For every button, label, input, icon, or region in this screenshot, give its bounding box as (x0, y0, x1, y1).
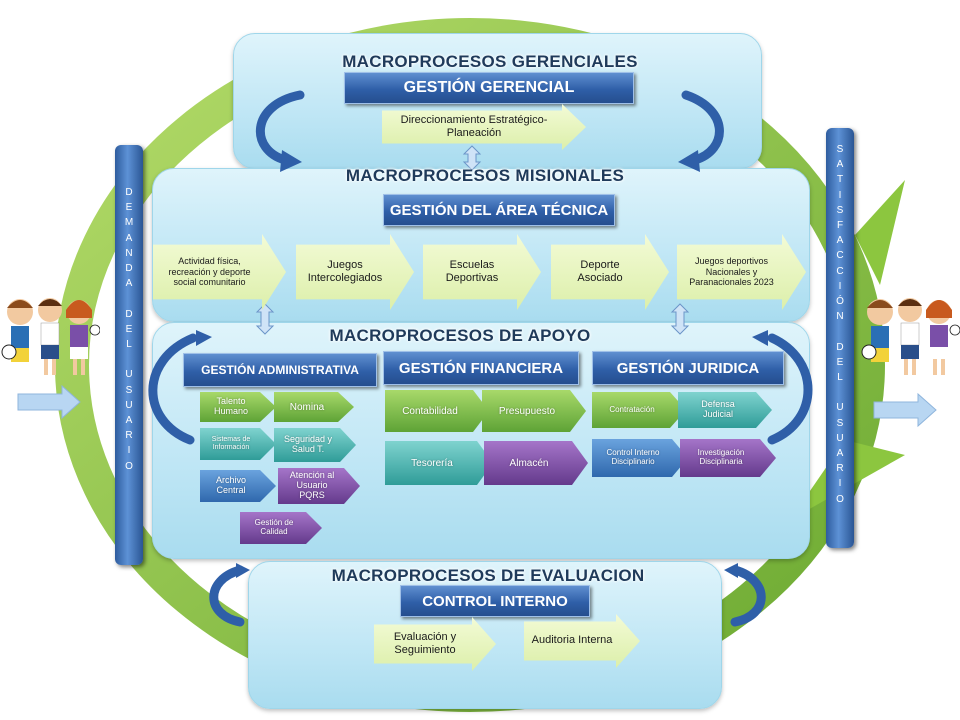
demanda-usuario-letter: A (125, 278, 133, 290)
evaluacion-title: MACROPROCESOS DE EVALUACION (331, 566, 645, 585)
demanda-usuario-letter (115, 291, 143, 306)
misional-arrow-3: Escuelas Deportivas (423, 234, 541, 310)
satisfaccion-usuario-letter: O (836, 493, 844, 505)
demanda-usuario-letter: A (125, 415, 133, 427)
demanda-usuario-letter: I (127, 445, 131, 457)
satisfaccion-usuario-letter: L (837, 372, 843, 384)
satisfaccion-usuario-letter: R (836, 463, 844, 475)
gestion-financiera-bar: GESTIÓN FINANCIERA (383, 351, 579, 385)
misional-arrow-5: Juegos deportivos Nacionales y Paranacio… (677, 234, 806, 310)
children-right-illustration (861, 298, 960, 375)
satisfaccion-usuario-letter: C (836, 265, 844, 277)
satisfaccion-usuario-letter: S (836, 144, 844, 155)
demanda-usuario-letter: O (125, 460, 133, 472)
seguridad-salud-item: Seguridad y Salud T. (274, 428, 356, 462)
archivo-central-item: Archivo Central (200, 470, 276, 502)
misional-arrow-2: Juegos Intercolegiados (296, 234, 414, 310)
presupuesto-item: Presupuesto (482, 390, 586, 432)
satisfaccion-usuario-letter: U (836, 432, 844, 444)
demanda-usuario-letter: D (125, 308, 133, 320)
control-interno-bar: CONTROL INTERNO (400, 585, 590, 617)
gerenciales-title: MACROPROCESOS GERENCIALES (342, 52, 638, 71)
tesoreria-item: Tesorería (385, 441, 493, 485)
satisfaccion-usuario-letter: A (836, 235, 844, 247)
demanda-usuario-letter: D (125, 187, 133, 198)
misional-arrow-4: Deporte Asociado (551, 234, 669, 310)
satisfaccion-usuario-letter: U (836, 402, 844, 414)
atencion-usuario-item: Atención al Usuario PQRS (278, 468, 360, 504)
satisfaccion-usuario-letter: Ó (836, 296, 844, 308)
misional-arrow-1: Actividad física, recreación y deporte s… (153, 234, 286, 310)
satisfaccion-usuario-letter: A (836, 448, 844, 460)
demanda-usuario-letter: M (124, 217, 134, 229)
contratacion-item: Contratación (592, 392, 686, 428)
demanda-usuario-letter: U (125, 369, 133, 381)
gestion-area-tecnica-bar: GESTIÓN DEL ÁREA TÉCNICA (383, 194, 615, 226)
gestion-juridica-bar: GESTIÓN JURIDICA (592, 351, 784, 385)
satisfaccion-usuario-letter: C (836, 250, 844, 262)
satisfaccion-usuario-letter: I (838, 478, 842, 490)
satisfaccion-usuario-letter: S (836, 417, 844, 429)
demanda-usuario-letter (115, 352, 143, 367)
satisfaccion-usuario-letter: N (836, 311, 844, 323)
investigacion-disciplinaria-item: Investigación Disciplinaria (680, 439, 776, 477)
satisfaccion-usuario-letter: T (836, 174, 844, 186)
nomina-item: Nomina (274, 392, 354, 422)
satisfaccion-usuario-letter (826, 385, 854, 400)
almacen-item: Almacén (484, 441, 588, 485)
satisfaccion-usuario-letter (826, 324, 854, 339)
gestion-gerencial-bar: GESTIÓN GERENCIAL (344, 72, 634, 104)
satisfaccion-usuario-letter: E (836, 356, 844, 368)
demanda-usuario-letter: S (125, 384, 133, 396)
demanda-usuario-letter: R (125, 430, 133, 442)
auditoria-interna-arrow: Auditoria Interna (524, 614, 640, 668)
contabilidad-item: Contabilidad (385, 390, 489, 432)
demanda-usuario-letter: U (125, 399, 133, 411)
satisfaccion-usuario-letter: I (838, 280, 842, 292)
satisfaccion-usuario-letter: A (836, 159, 844, 171)
satisfaccion-usuario-letter: D (836, 341, 844, 353)
satisfaccion-usuario-letter: F (836, 220, 844, 232)
defensa-judicial-item: Defensa Judicial (678, 392, 772, 428)
demanda-usuario-letter: E (125, 202, 133, 214)
demanda-usuario-letter: L (126, 339, 132, 351)
control-interno-disciplinario-item: Control Interno Disciplinario (592, 439, 688, 477)
demanda-usuario-letter: A (125, 232, 133, 244)
children-left-illustration (1, 298, 100, 375)
direccionamiento-arrow: Direccionamiento Estratégico-Planeación (382, 104, 586, 150)
demanda-usuario-letter: N (125, 247, 133, 259)
misionales-title: MACROPROCESOS MISIONALES (345, 166, 625, 185)
evaluacion-seguimiento-arrow: Evaluación y Seguimiento (374, 617, 496, 671)
satisfaccion-usuario-letter: I (838, 189, 842, 201)
demanda-usuario-letter: E (125, 323, 133, 335)
gestion-administrativa-bar: GESTIÓN ADMINISTRATIVA (183, 353, 377, 387)
demanda-usuario-letter: D (125, 263, 133, 275)
apoyo-title: MACROPROCESOS DE APOYO (329, 326, 591, 345)
gestion-calidad-item: Gestión de Calidad (240, 512, 322, 544)
satisfaccion-usuario-letter: S (836, 204, 844, 216)
sistemas-informacion-item: Sistemas de Información (200, 428, 276, 460)
talento-humano-item: Talento Humano (200, 392, 276, 422)
